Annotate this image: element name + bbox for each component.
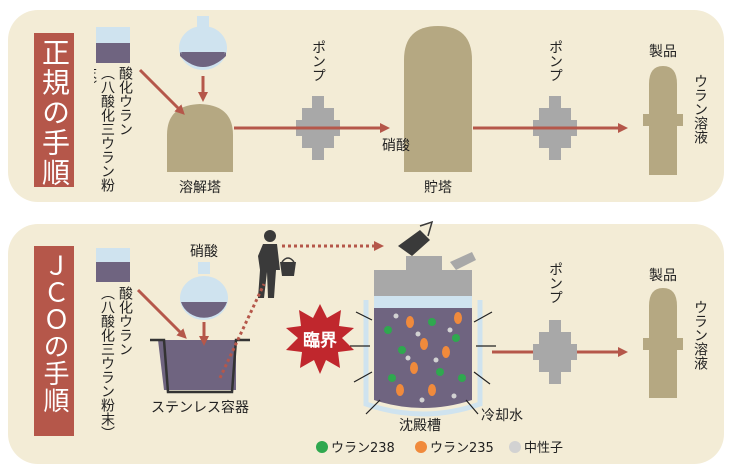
pouring-pitcher-icon — [398, 220, 434, 256]
bottom-title-tab — [34, 246, 74, 436]
top-powder-label: 酸化ウラン — [117, 66, 133, 136]
bottom-solution-label: ウラン溶液 — [692, 300, 708, 370]
precipitation-tank — [363, 252, 483, 417]
bottom-title: ＪＣＯの手順 — [39, 252, 69, 414]
storage-tank — [404, 26, 472, 172]
bottom-product-tank — [643, 288, 683, 398]
storage-label: 貯塔 — [424, 180, 452, 196]
arrow-powder-to-dissolver — [138, 68, 185, 115]
arrow-powder-to-bucket — [136, 288, 187, 339]
dotted-flow — [218, 241, 384, 379]
dissolver-label: 溶解塔 — [179, 180, 221, 196]
bottom-flask — [180, 262, 228, 320]
top-pump-1-label: ポンプ — [310, 40, 326, 82]
legend-dot-neutron — [509, 441, 521, 453]
bottom-pump-label: ポンプ — [547, 262, 563, 304]
bucket-icon — [280, 257, 296, 276]
top-title: 正規の手順 — [38, 38, 71, 188]
bottom-powder-label: 酸化ウラン — [117, 286, 133, 356]
particles — [384, 312, 466, 403]
legend-label-neutron: 中性子 — [524, 441, 563, 456]
critical-label: 臨界 — [303, 330, 337, 351]
bottom-pump — [533, 320, 577, 384]
tank-label: 沈殿槽 — [399, 418, 441, 434]
top-title-tab — [34, 33, 74, 187]
bottom-acid-label: 硝酸 — [190, 244, 218, 260]
bottom-product-label: 製品 — [649, 268, 677, 284]
top-acid-label: 硝酸 — [382, 138, 410, 154]
top-flow-arrows — [138, 68, 628, 133]
coolant-label: 冷却水 — [481, 408, 523, 424]
top-product-label: 製品 — [649, 44, 677, 60]
legend-label-238: ウラン238 — [331, 441, 395, 456]
top-product-tank — [643, 66, 683, 175]
top-pump-2-label: ポンプ — [547, 40, 563, 82]
bottom-powder-note: （八酸化三ウラン粉末） — [99, 286, 115, 440]
top-powder-container — [96, 27, 130, 63]
top-flask — [179, 16, 227, 70]
legend-dot-238 — [316, 441, 328, 453]
critical-burst-icon — [286, 304, 354, 374]
legend-dot-235 — [415, 441, 427, 453]
dissolver-tower — [167, 104, 233, 172]
top-solution-label: ウラン溶液 — [692, 74, 708, 144]
arrow-bucket-to-worker — [218, 283, 266, 379]
top-powder-note: （八酸化三ウラン粉末） — [94, 66, 115, 192]
neutron-rays — [350, 311, 496, 415]
bucket-label: ステンレス容器 — [151, 399, 249, 416]
legend-label-235: ウラン235 — [430, 441, 494, 456]
stainless-bucket — [150, 338, 250, 394]
bottom-powder-container — [96, 248, 130, 282]
